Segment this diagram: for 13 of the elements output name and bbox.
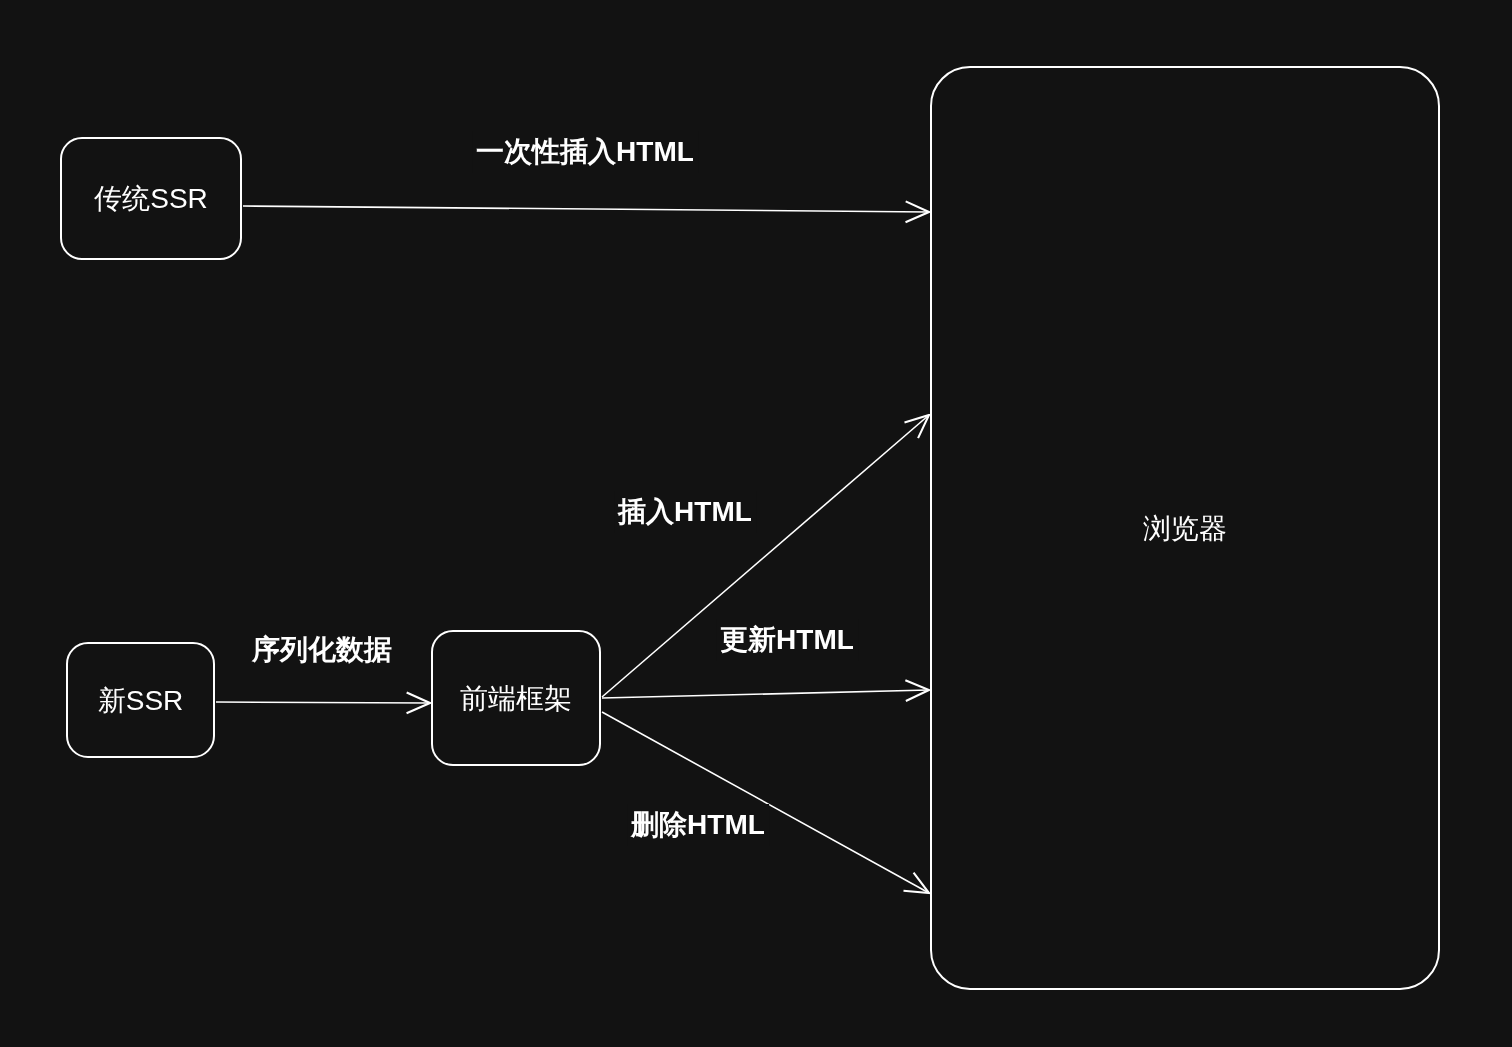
arrow (242, 200, 931, 224)
arrow (215, 691, 432, 715)
node-label: 传统SSR (94, 182, 208, 216)
process-box (431, 630, 601, 766)
arrow (601, 679, 931, 702)
process-box (66, 642, 215, 758)
arrow (601, 711, 931, 895)
node-label: 浏览器 (1143, 511, 1227, 546)
process-box (60, 137, 242, 260)
browser-panel (930, 66, 1440, 990)
node-label: 前端框架 (460, 681, 572, 716)
node-label: 新SSR (97, 683, 184, 718)
arrow (601, 413, 931, 698)
